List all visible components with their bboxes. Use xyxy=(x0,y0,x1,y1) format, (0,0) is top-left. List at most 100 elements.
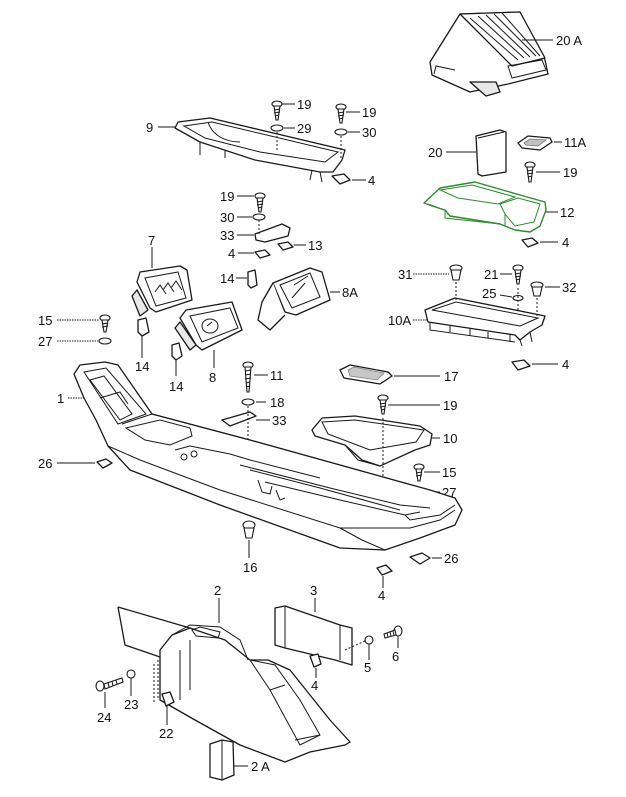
screw-24[interactable] xyxy=(95,677,124,692)
clip-4-a[interactable] xyxy=(331,173,351,185)
callout-6[interactable]: 6 xyxy=(392,649,399,664)
callout-20a[interactable]: 20 A xyxy=(556,33,582,48)
clip-26-a[interactable] xyxy=(96,458,113,469)
callout-33b[interactable]: 33 xyxy=(272,413,286,428)
callout-15b[interactable]: 15 xyxy=(442,465,456,480)
callout-4f[interactable]: 4 xyxy=(311,678,318,693)
callout-14a[interactable]: 14 xyxy=(220,271,234,286)
part-11-pad[interactable] xyxy=(339,364,393,385)
washer-29[interactable] xyxy=(270,124,284,132)
part-8-clock-panel[interactable] xyxy=(174,301,243,351)
part-20-insert[interactable] xyxy=(475,129,507,177)
callout-26b[interactable]: 26 xyxy=(444,551,458,566)
clip-14-b[interactable] xyxy=(137,317,150,337)
callout-20[interactable]: 20 xyxy=(428,145,442,160)
callout-11[interactable]: 17 xyxy=(444,369,458,384)
callout-10[interactable]: 10 xyxy=(443,431,457,446)
plug-32[interactable] xyxy=(530,281,544,297)
bracket-33-b[interactable] xyxy=(221,411,257,427)
part-10a-housing[interactable] xyxy=(424,282,546,347)
callout-8[interactable]: 8 xyxy=(209,370,216,385)
callout-22[interactable]: 22 xyxy=(159,726,173,741)
screw-19-e[interactable] xyxy=(377,394,389,415)
screw-15-a[interactable] xyxy=(99,314,111,333)
screw-19-a[interactable] xyxy=(271,100,283,121)
callout-15a[interactable]: 15 xyxy=(38,313,52,328)
push-clip-16[interactable] xyxy=(242,520,256,539)
callout-25[interactable]: 25 xyxy=(482,286,496,301)
callout-26a[interactable]: 26 xyxy=(38,456,52,471)
callout-14c[interactable]: 14 xyxy=(169,379,183,394)
callout-2a[interactable]: 2 A xyxy=(251,759,270,774)
screw-19-b[interactable] xyxy=(335,103,347,124)
clip-4-d[interactable] xyxy=(511,359,531,371)
callout-7[interactable]: 7 xyxy=(148,233,155,248)
callout-23[interactable]: 23 xyxy=(124,697,138,712)
callout-30a[interactable]: 30 xyxy=(362,125,376,140)
callout-1[interactable]: 1 xyxy=(57,391,64,406)
callout-14b[interactable]: 14 xyxy=(135,359,149,374)
clip-4-b[interactable] xyxy=(521,237,539,248)
callout-31[interactable]: 31 xyxy=(398,267,412,282)
screw-17[interactable] xyxy=(242,361,254,393)
washer-27-a[interactable] xyxy=(98,337,112,345)
callout-4b[interactable]: 4 xyxy=(562,235,569,250)
part-20a-armrest-cover[interactable] xyxy=(429,11,549,97)
callout-32[interactable]: 32 xyxy=(562,280,576,295)
part-12-storage-tray-highlighted[interactable] xyxy=(423,181,547,233)
callout-17[interactable]: 11 xyxy=(270,368,284,383)
washer-30-a[interactable] xyxy=(334,128,348,136)
callout-16[interactable]: 16 xyxy=(243,560,257,575)
part-2-lower-console[interactable] xyxy=(117,606,351,763)
callout-29[interactable]: 29 xyxy=(297,121,311,136)
callout-19a[interactable]: 19 xyxy=(297,97,311,112)
callout-8a[interactable]: 8A xyxy=(342,285,358,300)
callout-12[interactable]: 12 xyxy=(560,205,574,220)
callout-30b[interactable]: 30 xyxy=(220,210,234,225)
callout-3[interactable]: 3 xyxy=(310,583,317,598)
callout-21[interactable]: 21 xyxy=(484,267,498,282)
callout-33a[interactable]: 33 xyxy=(220,228,234,243)
callout-19d[interactable]: 19 xyxy=(220,189,234,204)
part-2a-cover-plate[interactable] xyxy=(209,739,235,781)
part-11a-pad[interactable] xyxy=(517,135,553,151)
callout-5[interactable]: 5 xyxy=(364,660,371,675)
washer-18[interactable] xyxy=(241,398,255,406)
callout-9[interactable]: 9 xyxy=(146,120,153,135)
nut-23[interactable] xyxy=(126,669,136,679)
clip-14-a[interactable] xyxy=(247,269,258,289)
callout-13[interactable]: 13 xyxy=(308,238,322,253)
callout-4e[interactable]: 4 xyxy=(378,588,385,603)
callout-2[interactable]: 2 xyxy=(214,583,221,598)
screw-21[interactable] xyxy=(512,264,524,285)
nut-5[interactable] xyxy=(364,635,374,645)
screw-19-d[interactable] xyxy=(254,192,266,213)
plug-31[interactable] xyxy=(449,264,463,281)
screw-15-b[interactable] xyxy=(413,463,425,482)
callout-4c[interactable]: 4 xyxy=(228,246,235,261)
callout-19e[interactable]: 19 xyxy=(443,398,457,413)
bracket-33-a[interactable] xyxy=(254,220,291,243)
clip-22[interactable] xyxy=(161,691,175,707)
part-1-center-console[interactable] xyxy=(73,361,463,551)
part-8a-vent[interactable] xyxy=(257,267,331,331)
clip-13[interactable] xyxy=(277,241,294,251)
callout-4d[interactable]: 4 xyxy=(562,357,569,372)
part-7-switch-panel[interactable] xyxy=(131,265,193,317)
screw-6[interactable] xyxy=(383,625,403,639)
clip-26-b[interactable] xyxy=(409,552,431,565)
callout-27a[interactable]: 27 xyxy=(38,334,52,349)
part-3-side-panel[interactable] xyxy=(274,605,353,666)
callout-11a[interactable]: 11A xyxy=(564,135,586,150)
clip-4-e[interactable] xyxy=(376,564,393,576)
callout-4a[interactable]: 4 xyxy=(368,173,375,188)
clip-4-f[interactable] xyxy=(309,653,322,668)
washer-30-b[interactable] xyxy=(252,213,266,221)
callout-10a[interactable]: 10A xyxy=(388,313,411,328)
clip-4-c[interactable] xyxy=(254,249,271,259)
screw-19-c[interactable] xyxy=(524,161,536,183)
callout-19b[interactable]: 19 xyxy=(362,105,376,120)
callout-19c[interactable]: 19 xyxy=(563,165,577,180)
callout-24[interactable]: 24 xyxy=(97,710,111,725)
clip-14-c[interactable] xyxy=(171,342,183,361)
